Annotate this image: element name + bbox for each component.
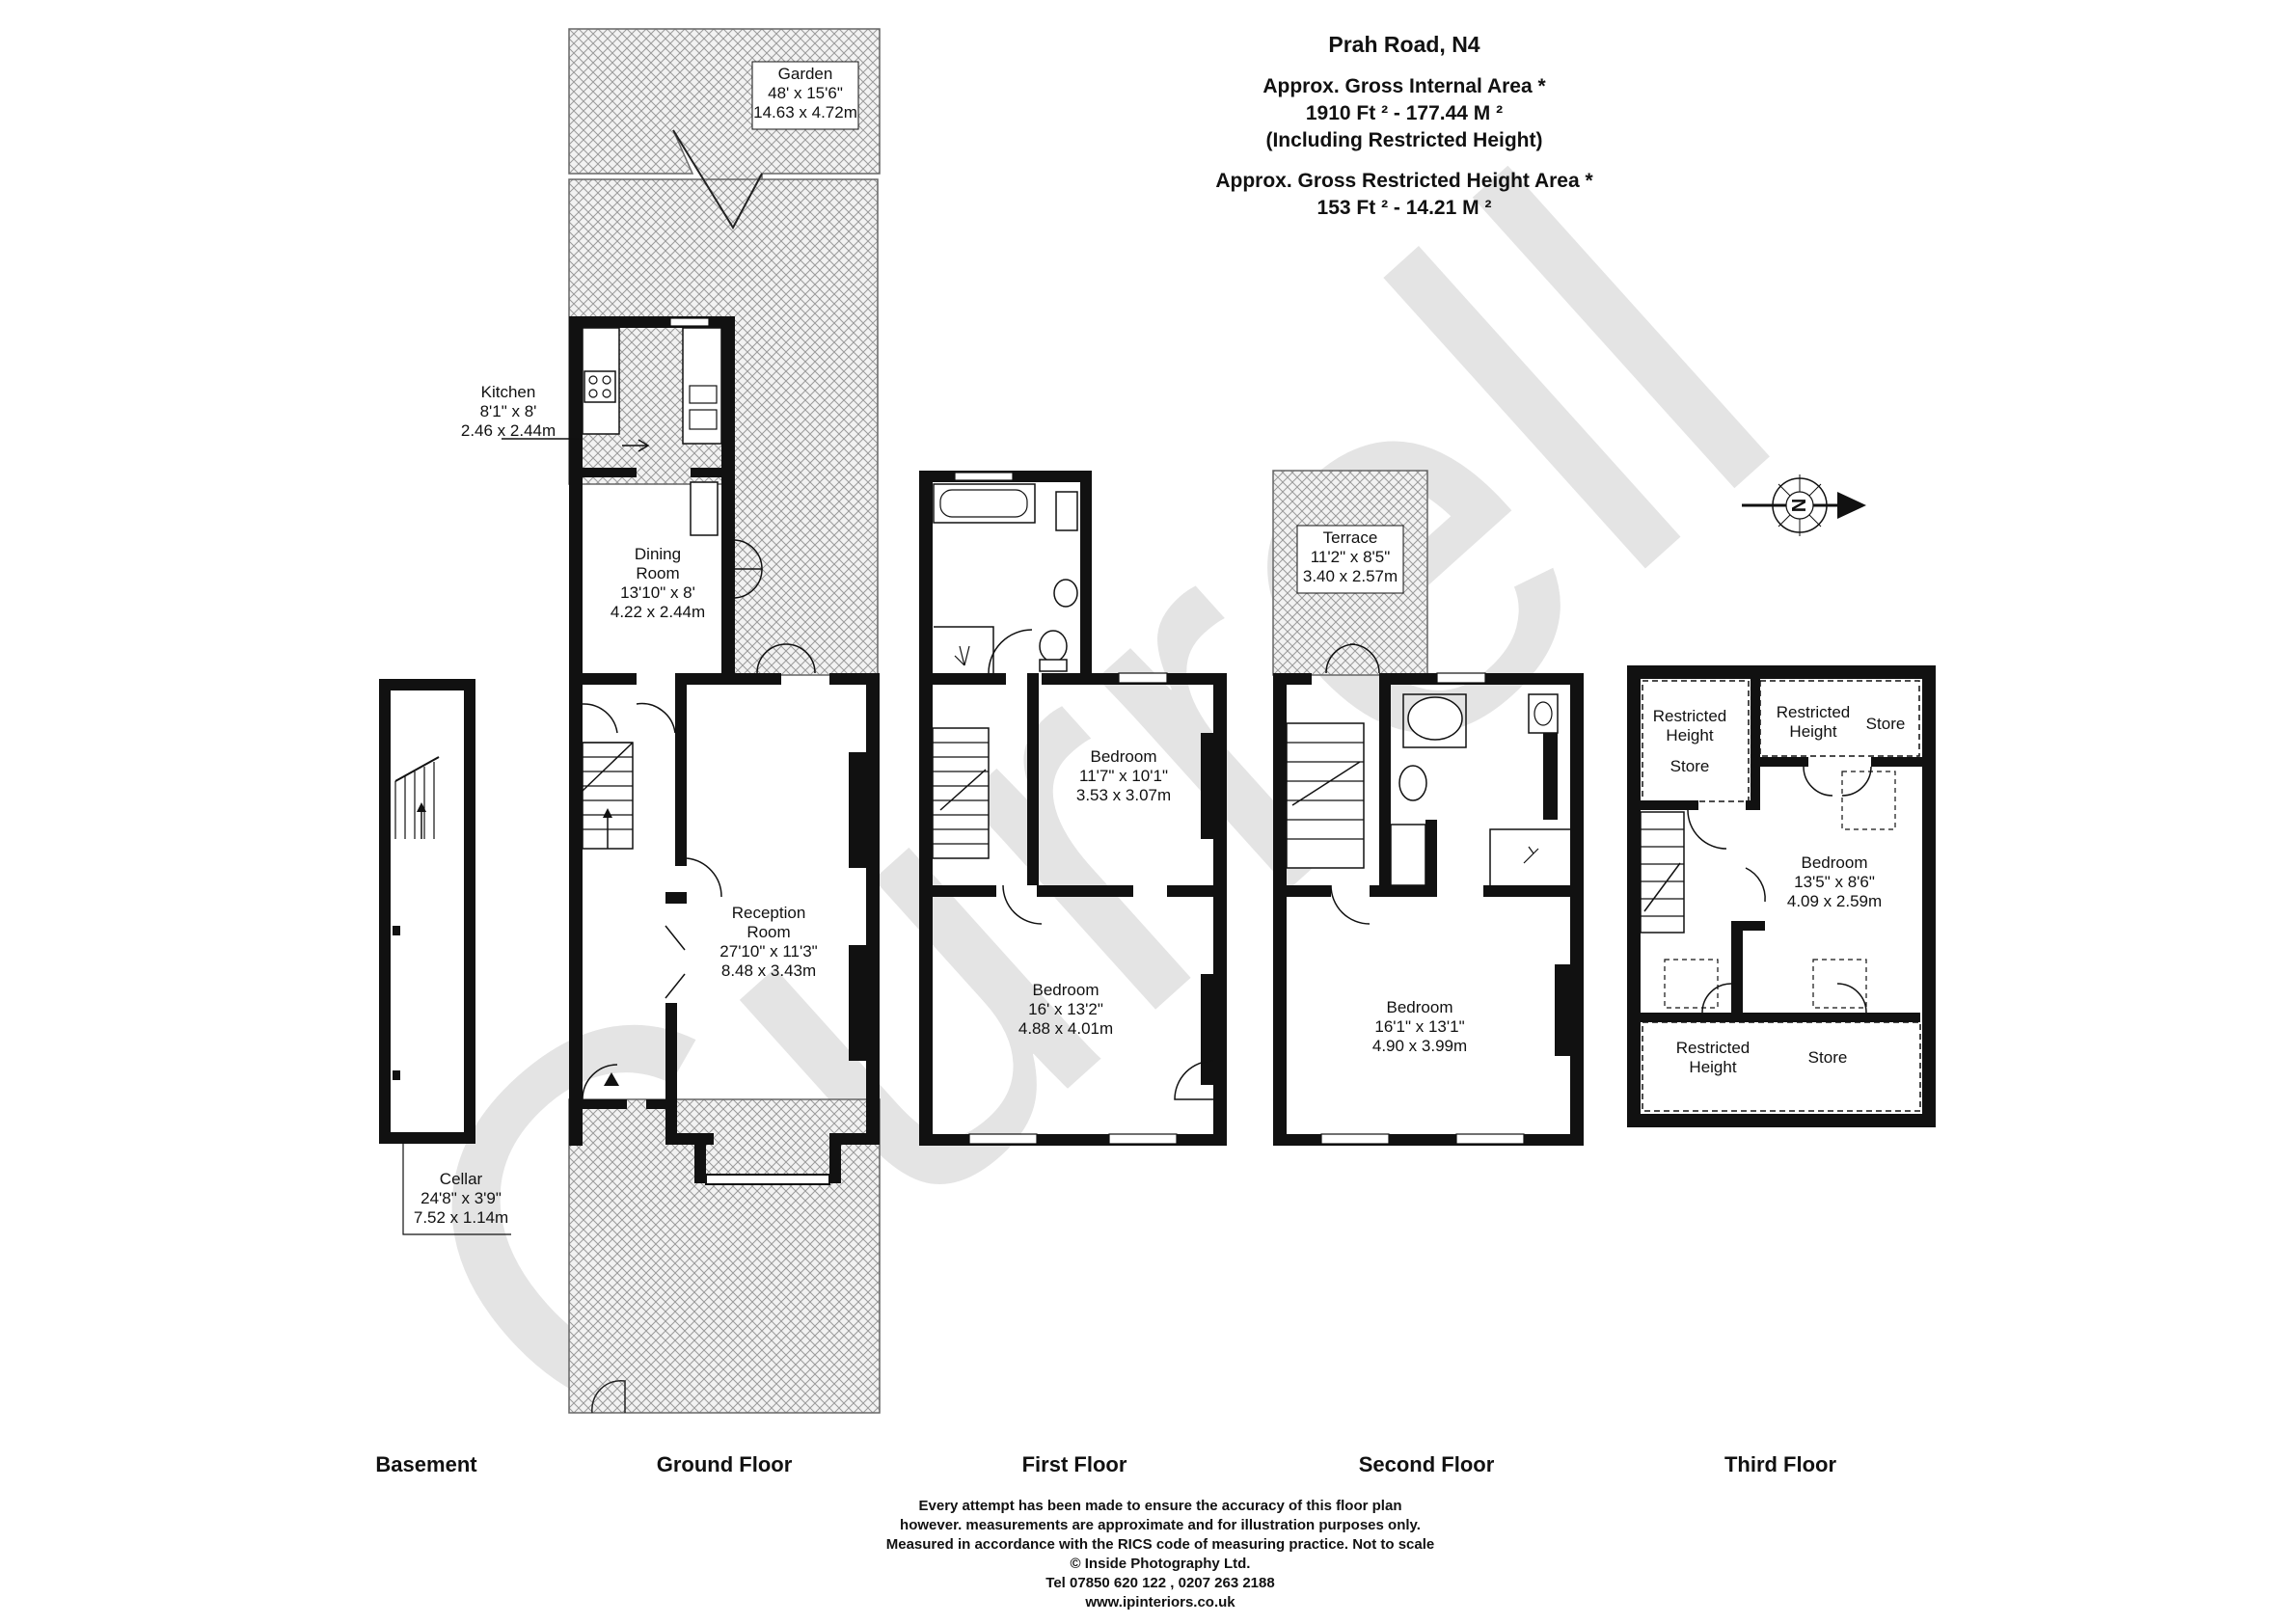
bedroom-3-dim-imperial: 13'5" x 8'6" — [1794, 873, 1875, 891]
bedroom-1b-name: Bedroom — [1033, 981, 1099, 999]
terrace-name: Terrace — [1323, 528, 1378, 547]
bedroom-2-name: Bedroom — [1387, 998, 1453, 1016]
bedroom-1b-dim-imperial: 16' x 13'2" — [1028, 1000, 1103, 1018]
bedroom-1a-name: Bedroom — [1091, 747, 1157, 766]
first-floor-plan — [919, 471, 1227, 1146]
third-floor-plan — [1627, 665, 1936, 1127]
ground-floor-plan — [502, 28, 881, 1414]
floor-label-first: First Floor — [1022, 1452, 1127, 1476]
reception-name-2: Room — [746, 923, 790, 941]
cellar-name: Cellar — [440, 1170, 483, 1188]
terrace-dim-imperial: 11'2" x 8'5" — [1311, 548, 1391, 566]
restricted-b-label: Restricted — [1777, 703, 1851, 721]
property-title: Prah Road, N4 — [1328, 32, 1479, 57]
restricted-c-store: Store — [1808, 1048, 1848, 1067]
restricted-c-height: Height — [1689, 1058, 1736, 1076]
bedroom-1a-dim-imperial: 11'7" x 10'1" — [1079, 767, 1168, 785]
cellar-dim-metric: 7.52 x 1.14m — [414, 1208, 508, 1227]
reception-name-1: Reception — [732, 904, 806, 922]
restricted-a-store: Store — [1670, 757, 1710, 775]
floor-label-basement: Basement — [375, 1452, 477, 1476]
restricted-c-label: Restricted — [1676, 1039, 1751, 1057]
restricted-a-label: Restricted — [1653, 707, 1727, 725]
disclaimer: Every attempt has been made to ensure th… — [886, 1498, 1434, 1610]
compass-letter: N — [1787, 499, 1808, 512]
restricted-b-store: Store — [1866, 715, 1906, 733]
floor-label-ground: Ground Floor — [657, 1452, 793, 1476]
terrace-dim-metric: 3.40 x 2.57m — [1303, 567, 1398, 585]
kitchen-dim-imperial: 8'1" x 8' — [480, 402, 537, 420]
disclaimer-line-3: Measured in accordance with the RICS cod… — [886, 1536, 1434, 1553]
garden-dim-metric: 14.63 x 4.72m — [753, 103, 857, 122]
gia-value: 1910 Ft ² - 177.44 M ² — [1306, 102, 1503, 124]
floor-label-third: Third Floor — [1724, 1452, 1837, 1476]
disclaimer-line-1: Every attempt has been made to ensure th… — [919, 1498, 1402, 1514]
kitchen-dim-metric: 2.46 x 2.44m — [461, 421, 556, 440]
restricted-a-height: Height — [1666, 726, 1713, 744]
bedroom-1a-dim-metric: 3.53 x 3.07m — [1076, 786, 1171, 804]
dining-dim-imperial: 13'10" x 8' — [620, 583, 695, 602]
rha-label: Approx. Gross Restricted Height Area * — [1215, 170, 1593, 192]
disclaimer-line-6: www.ipinteriors.co.uk — [1084, 1594, 1235, 1610]
compass-icon: N — [1742, 474, 1866, 536]
reception-dim-metric: 8.48 x 3.43m — [721, 961, 816, 980]
gia-label: Approx. Gross Internal Area * — [1262, 75, 1546, 97]
restricted-b-height: Height — [1789, 722, 1836, 741]
bedroom-3-name: Bedroom — [1802, 853, 1868, 872]
dining-name-1: Dining — [635, 545, 681, 563]
garden-dim-imperial: 48' x 15'6" — [768, 84, 843, 102]
gia-note: (Including Restricted Height) — [1265, 129, 1542, 151]
disclaimer-line-2: however. measurements are approximate an… — [900, 1517, 1421, 1533]
garden-name: Garden — [778, 65, 833, 83]
bedroom-1b-dim-metric: 4.88 x 4.01m — [1018, 1019, 1113, 1038]
floor-label-second: Second Floor — [1359, 1452, 1495, 1476]
bedroom-2-dim-metric: 4.90 x 3.99m — [1372, 1037, 1467, 1055]
disclaimer-line-4: © Inside Photography Ltd. — [1071, 1556, 1251, 1572]
kitchen-name: Kitchen — [481, 383, 536, 401]
rha-value: 153 Ft ² - 14.21 M ² — [1317, 197, 1492, 219]
bedroom-2-dim-imperial: 16'1" x 13'1" — [1374, 1017, 1464, 1036]
dining-dim-metric: 4.22 x 2.44m — [611, 603, 705, 621]
reception-dim-imperial: 27'10" x 11'3" — [719, 942, 817, 961]
disclaimer-line-5: Tel 07850 620 122 , 0207 263 2188 — [1045, 1575, 1274, 1591]
dining-name-2: Room — [636, 564, 679, 582]
cellar-dim-imperial: 24'8" x 3'9" — [421, 1189, 502, 1207]
header: Prah Road, N4 Approx. Gross Internal Are… — [1215, 32, 1593, 219]
bedroom-3-dim-metric: 4.09 x 2.59m — [1787, 892, 1882, 910]
basement-plan — [379, 679, 475, 1144]
